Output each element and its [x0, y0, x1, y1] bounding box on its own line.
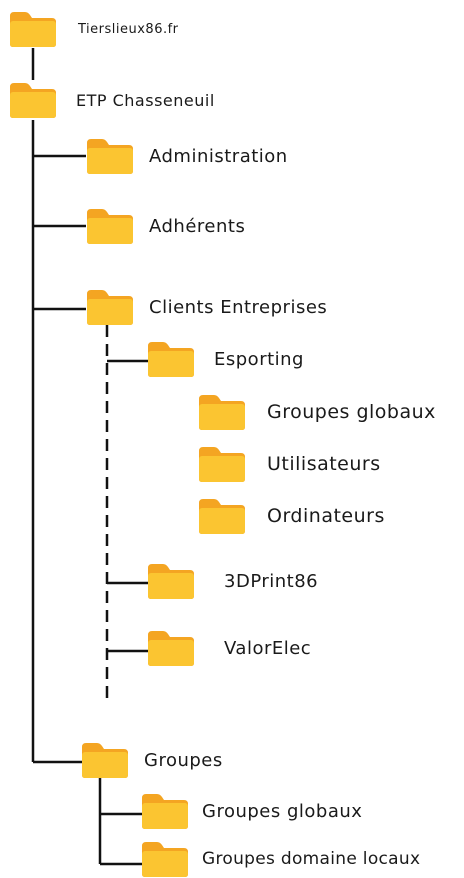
folder-icon: [142, 842, 188, 877]
node-label: ValorElec: [224, 637, 312, 659]
tree-node-clients-entreprises[interactable]: Clients Entreprises: [85, 288, 327, 326]
tree-node-valorelec[interactable]: ValorElec: [146, 629, 311, 667]
folder-icon: [148, 631, 194, 666]
node-label: Tierslieux86.fr: [78, 21, 179, 37]
node-label: ETP Chasseneuil: [76, 90, 215, 110]
folder-icon: [142, 794, 188, 829]
tree-node-3dprint86[interactable]: 3DPrint86: [146, 562, 318, 600]
folder-icon: [199, 395, 245, 430]
tree-node-esporting-groupes-globaux[interactable]: Groupes globaux: [197, 393, 436, 431]
folder-icon: [10, 83, 56, 118]
tree-node-etp-chasseneuil[interactable]: ETP Chasseneuil: [8, 81, 215, 119]
node-label: Utilisateurs: [267, 453, 381, 475]
folder-icon: [148, 342, 194, 377]
tree-node-groupes-globaux[interactable]: Groupes globaux: [140, 792, 362, 830]
tree-node-groupes[interactable]: Groupes: [80, 741, 223, 779]
node-label: Groupes globaux: [267, 401, 436, 423]
folder-icon: [82, 743, 128, 778]
tree-node-ordinateurs[interactable]: Ordinateurs: [197, 497, 385, 535]
folder-icon: [10, 12, 56, 47]
tree-node-administration[interactable]: Administration: [85, 137, 288, 175]
node-label: Clients Entreprises: [149, 296, 328, 318]
folder-icon: [87, 139, 133, 174]
tree-node-esporting[interactable]: Esporting: [146, 340, 304, 378]
folder-icon: [148, 564, 194, 599]
folder-icon: [87, 290, 133, 325]
node-label: Esporting: [214, 348, 304, 370]
node-label: Groupes: [144, 749, 223, 771]
tree-node-tierslieux86[interactable]: Tierslieux86.fr: [8, 10, 179, 48]
tree-node-utilisateurs[interactable]: Utilisateurs: [197, 445, 381, 483]
folder-icon: [199, 499, 245, 534]
tree-node-groupes-domaine-locaux[interactable]: Groupes domaine locaux: [140, 840, 420, 878]
folder-icon: [87, 209, 133, 244]
node-label: 3DPrint86: [224, 570, 319, 592]
node-label: Groupes globaux: [202, 800, 363, 822]
folder-icon: [199, 447, 245, 482]
tree-node-adherents[interactable]: Adhérents: [85, 207, 245, 245]
node-label: Ordinateurs: [267, 505, 385, 527]
node-label: Adhérents: [149, 215, 246, 237]
node-label: Administration: [149, 145, 288, 167]
node-label: Groupes domaine locaux: [202, 849, 421, 869]
